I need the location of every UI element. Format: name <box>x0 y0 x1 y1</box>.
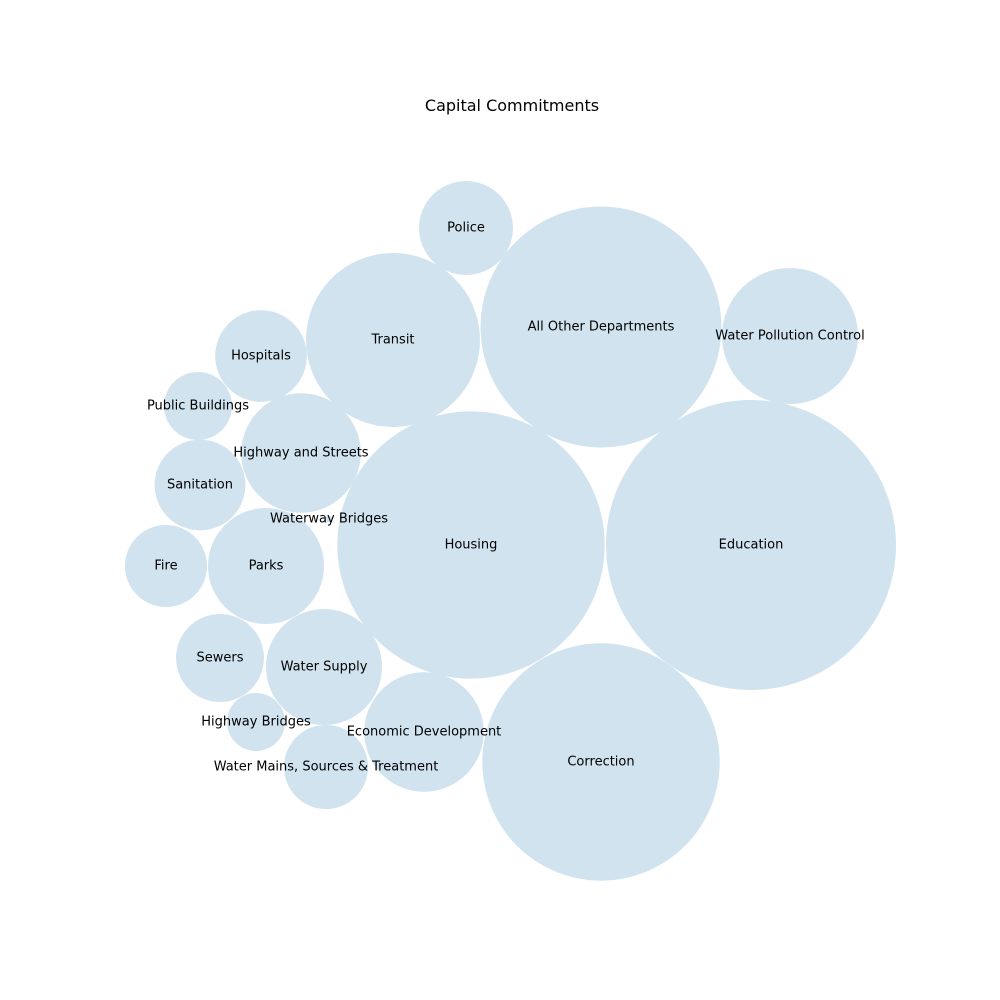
bubble-highway-and-streets <box>241 393 361 513</box>
bubble-sanitation <box>154 439 246 531</box>
bubble-transit <box>306 253 480 427</box>
bubble-parks <box>208 508 324 624</box>
bubble-label-parks: Parks <box>249 559 284 574</box>
bubble-hospitals <box>215 310 307 402</box>
bubble-group: Education Housing All Other DepartmentsCor… <box>124 181 896 881</box>
bubble-all-other-departments <box>480 206 722 448</box>
bubble-water-pollution-control <box>721 267 859 405</box>
bubble-label-housing: Housing <box>445 538 498 553</box>
bubble-label-highway-and-streets: Highway and Streets <box>233 446 368 461</box>
bubble-label-correction: Correction <box>567 755 634 770</box>
bubble-label-public-buildings: Public Buildings <box>147 399 249 414</box>
bubble-label-transit: Transit <box>370 333 414 348</box>
bubble-correction <box>482 643 720 881</box>
bubble-waterway-bridges <box>325 515 333 523</box>
bubble-label-waterway-bridges: Waterway Bridges <box>270 512 388 527</box>
bubble-label-education: Education <box>719 538 784 553</box>
bubble-public-buildings <box>163 371 233 441</box>
bubble-label-water-pollution-control: Water Pollution Control <box>715 329 864 344</box>
bubble-police <box>419 181 513 275</box>
bubble-economic-development <box>364 672 484 792</box>
bubble-housing <box>337 411 605 679</box>
bubble-label-sanitation: Sanitation <box>167 478 233 493</box>
chart-title: Capital Commitments <box>425 96 599 115</box>
bubble-fire <box>124 524 208 608</box>
bubble-label-police: Police <box>447 221 485 236</box>
bubble-label-sewers: Sewers <box>197 651 244 666</box>
bubble-label-water-mains-sources-and-treatment: Water Mains, Sources & Treatment <box>214 760 439 775</box>
bubble-highway-bridges <box>227 693 285 751</box>
bubble-sewers <box>176 614 264 702</box>
bubble-label-highway-bridges: Highway Bridges <box>201 715 311 730</box>
bubble-label-economic-development: Economic Development <box>347 725 502 740</box>
bubble-label-all-other-departments: All Other Departments <box>528 320 675 335</box>
bubble-water-mains-sources-and-treatment <box>283 724 369 810</box>
bubble-label-hospitals: Hospitals <box>231 349 291 364</box>
bubble-education <box>606 400 896 690</box>
bubble-label-fire: Fire <box>154 559 177 574</box>
bubble-label-water-supply: Water Supply <box>281 660 368 675</box>
bubble-water-supply <box>266 609 382 725</box>
